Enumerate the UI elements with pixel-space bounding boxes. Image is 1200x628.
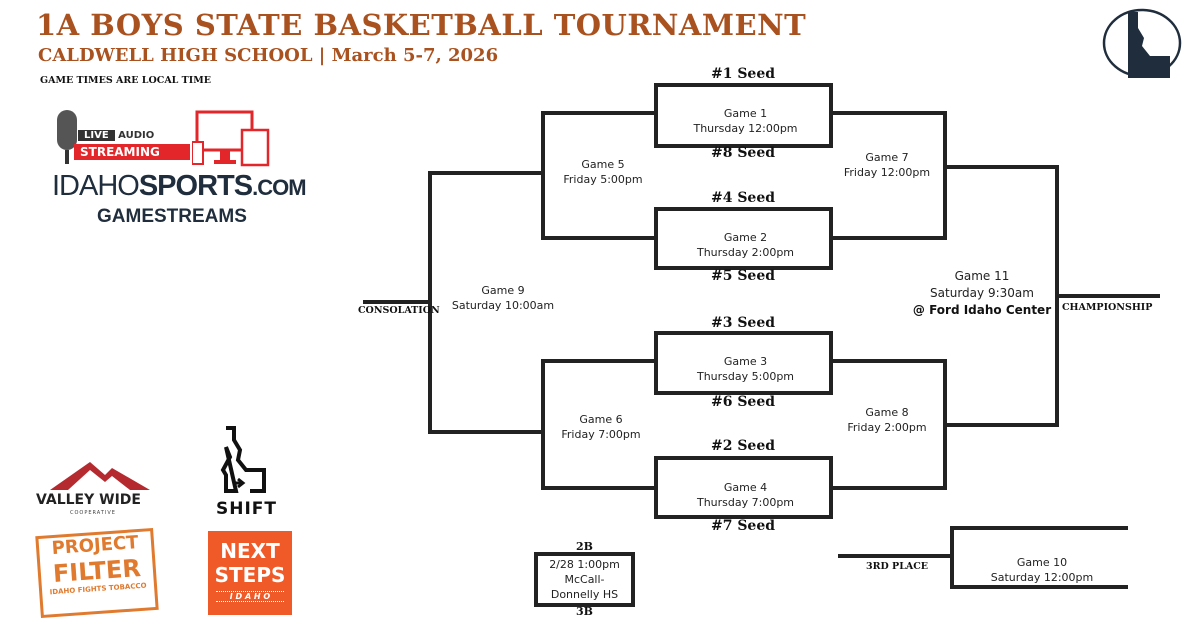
seed-6: #6 Seed [710, 394, 776, 410]
page-subtitle: CALDWELL HIGH SCHOOL | March 5-7, 2026 [38, 45, 499, 66]
seed-2: #2 Seed [710, 438, 776, 454]
valley-wide-logo: VALLEY WIDE COOPERATIVE [30, 460, 170, 520]
game-time: Friday 7:00pm [561, 428, 641, 441]
game-6: Game 6 Friday 7:00pm [546, 412, 656, 442]
game-1: Game 1 Thursday 12:00pm [668, 106, 823, 136]
third-place-label: 3RD PLACE [866, 561, 929, 572]
consolation-label: CONSOLATION [358, 305, 440, 316]
playin-bottom-label: 3B [576, 605, 593, 618]
playin-venue-1: McCall- [564, 573, 605, 586]
idahosports-logo[interactable]: LIVE AUDIO STREAMING IDAHOSPORTS.COM GAM… [52, 108, 307, 233]
seed-7: #7 Seed [710, 518, 776, 534]
game-name: Game 8 [865, 406, 909, 419]
championship-label: CHAMPIONSHIP [1062, 302, 1153, 313]
streaming-label: STREAMING [74, 144, 190, 160]
playin-box [534, 552, 635, 607]
game-time: Thursday 7:00pm [696, 496, 795, 509]
cooperative-text: COOPERATIVE [70, 510, 116, 516]
game-name: Game 2 [723, 231, 768, 244]
game-name: Game 10 [1016, 556, 1068, 569]
time-note: GAME TIMES ARE LOCAL TIME [40, 75, 211, 86]
page-title: 1A BOYS STATE BASKETBALL TOURNAMENT [36, 8, 807, 42]
audio-label: AUDIO [118, 130, 155, 141]
shift-logo: SHIFT [208, 425, 288, 520]
game-time: Thursday 2:00pm [696, 246, 795, 259]
playin-top-label: 2B [576, 540, 593, 553]
game-name: Game 5 [581, 158, 625, 171]
game-name: Game 7 [865, 151, 909, 164]
game-time: Saturday 12:00pm [990, 571, 1094, 584]
idaho-outline-icon [220, 426, 266, 493]
game-time: Saturday 9:30am [930, 286, 1034, 300]
game-time: Friday 12:00pm [843, 166, 931, 179]
game-7: Game 7 Friday 12:00pm [832, 150, 942, 180]
game7-bracket [831, 111, 947, 240]
next-text: NEXT [220, 539, 280, 563]
gamestreams-text: GAMESTREAMS [97, 206, 247, 227]
game-9: Game 9 Saturday 10:00am [443, 283, 563, 313]
game-name: Game 1 [723, 107, 768, 120]
game-name: Game 6 [579, 413, 623, 426]
game-time: Friday 2:00pm [847, 421, 927, 434]
game-5: Game 5 Friday 5:00pm [548, 157, 658, 187]
seed-1: #1 Seed [710, 66, 776, 82]
mountain-icon [50, 462, 150, 490]
shift-text: SHIFT [216, 499, 278, 519]
game-4: Game 4 Thursday 7:00pm [668, 480, 823, 510]
game-3: Game 3 Thursday 5:00pm [668, 354, 823, 384]
game1-box [654, 83, 833, 148]
game-8: Game 8 Friday 2:00pm [832, 405, 942, 435]
game-2: Game 2 Thursday 2:00pm [668, 230, 823, 260]
game5-bracket [541, 111, 656, 240]
game-venue: @ Ford Idaho Center [912, 303, 1052, 317]
game-time: Friday 5:00pm [563, 173, 643, 186]
playin-date: 2/28 1:00pm [549, 558, 620, 571]
game-name: Game 3 [723, 355, 768, 368]
devices-icon [192, 110, 270, 167]
idaho-text: I D A H O [216, 591, 284, 602]
playin-venue-2: Donnelly HS [550, 588, 619, 601]
steps-text: STEPS [214, 563, 286, 587]
game6-bracket [541, 359, 656, 490]
game-time: Thursday 12:00pm [693, 122, 798, 135]
game-time: Thursday 5:00pm [696, 370, 795, 383]
game-10: Game 10 Saturday 12:00pm [982, 555, 1102, 585]
seed-8: #8 Seed [710, 145, 776, 161]
seed-5: #5 Seed [710, 268, 776, 284]
next-steps-logo: NEXT STEPS I D A H O [208, 531, 292, 615]
microphone-stand-icon [65, 150, 69, 164]
idaho-state-logo [1102, 8, 1182, 78]
sports-text: SPORTS [138, 170, 253, 202]
game10-bracket [838, 526, 1128, 589]
valley-wide-text: VALLEY WIDE [36, 492, 141, 508]
com-text: .COM [252, 175, 306, 200]
seed-4: #4 Seed [710, 190, 776, 206]
game-name: Game 4 [723, 481, 768, 494]
microphone-icon [57, 110, 77, 150]
live-label: LIVE [78, 130, 115, 141]
idaho-text: IDAHO [52, 170, 140, 202]
game-11: Game 11 Saturday 9:30am @ Ford Idaho Cente… [912, 268, 1052, 319]
game-name: Game 11 [954, 269, 1010, 283]
game-name: Game 9 [481, 284, 525, 297]
seed-3: #3 Seed [710, 315, 776, 331]
game-time: Saturday 10:00am [451, 299, 555, 312]
